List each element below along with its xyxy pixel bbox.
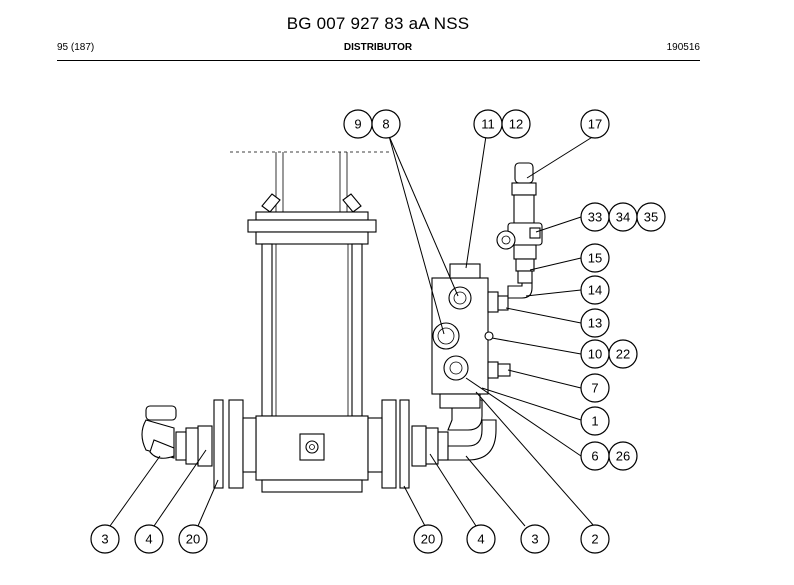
callout-label: 35: [644, 210, 658, 225]
callout-label: 8: [382, 117, 389, 132]
leader-lines: [109, 135, 595, 527]
callout-label: 10: [588, 347, 602, 362]
callout-13: 13: [580, 308, 610, 338]
callout-label: 6: [591, 449, 598, 464]
callout-4-right: 4: [466, 524, 496, 554]
callout-label: 3: [531, 532, 538, 547]
date-code: 190516: [666, 42, 700, 53]
page-reference: 95 (187): [57, 42, 95, 53]
callout-label: 13: [588, 316, 602, 331]
callout-4-left: 4: [134, 524, 164, 554]
callout-17: 17: [580, 109, 610, 139]
callout-7: 7: [580, 373, 610, 403]
callout-8: 8: [371, 109, 401, 139]
callout-26: 26: [608, 441, 638, 471]
callout-label: 14: [588, 283, 602, 298]
callout-34: 34: [608, 202, 638, 232]
callout-14: 14: [580, 275, 610, 305]
callout-layer: 9 8 11 12 17 33 34 35 15 14 13 10 22 7 1…: [90, 109, 666, 554]
callout-label: 3: [101, 532, 108, 547]
callout-1: 1: [580, 406, 610, 436]
callout-3-left: 3: [90, 524, 120, 554]
callout-label: 20: [186, 532, 200, 547]
callout-label: 12: [509, 117, 523, 132]
callout-11: 11: [473, 109, 503, 139]
callout-20-left: 20: [178, 524, 208, 554]
callout-label: 4: [145, 532, 152, 547]
callout-3-right: 3: [520, 524, 550, 554]
distributor-block: [431, 263, 533, 409]
frame-assembly: [230, 151, 392, 493]
callout-label: 33: [588, 210, 602, 225]
callout-2: 2: [580, 524, 610, 554]
callout-label: 17: [588, 117, 602, 132]
callout-12: 12: [501, 109, 531, 139]
callout-label: 9: [354, 117, 361, 132]
callout-label: 2: [591, 532, 598, 547]
callout-20-right: 20: [413, 524, 443, 554]
callout-label: 11: [481, 117, 495, 132]
callout-15: 15: [580, 243, 610, 273]
header-rule: [57, 60, 700, 61]
section-title: DISTRIBUTOR: [343, 42, 413, 53]
callout-6: 6: [580, 441, 610, 471]
document-title: BG 007 927 83 aA NSS: [286, 14, 470, 33]
callout-label: 22: [616, 347, 630, 362]
callout-label: 7: [591, 381, 598, 396]
callout-label: 4: [477, 532, 484, 547]
callout-22: 22: [608, 339, 638, 369]
callout-label: 26: [616, 449, 630, 464]
right-connection: [367, 399, 497, 489]
callout-9: 9: [343, 109, 373, 139]
valve-assembly: [496, 162, 543, 284]
callout-label: 34: [616, 210, 630, 225]
callout-33: 33: [580, 202, 610, 232]
callout-label: 15: [588, 251, 602, 266]
callout-10: 10: [580, 339, 610, 369]
left-connection: [141, 399, 257, 489]
callout-label: 1: [591, 414, 598, 429]
callout-label: 20: [421, 532, 435, 547]
callout-35: 35: [636, 202, 666, 232]
